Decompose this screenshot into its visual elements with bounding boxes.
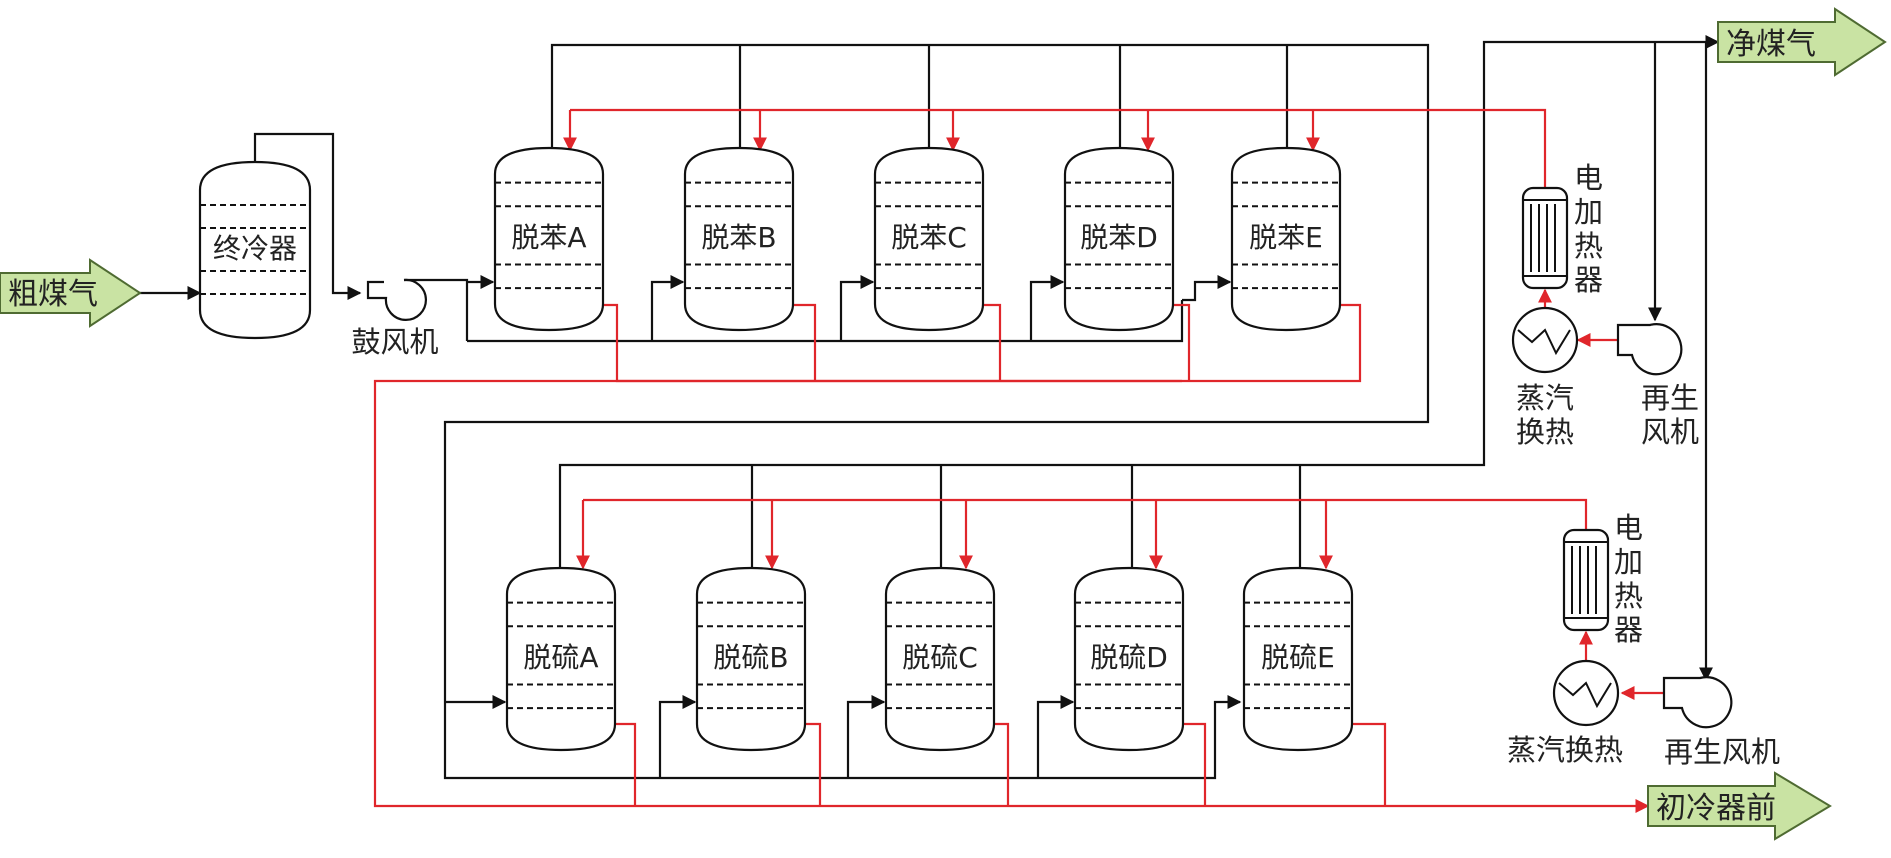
feed-branch-e [1182, 275, 1232, 302]
debenzene-vessel-b: 脱苯B [683, 146, 795, 332]
desulfur-feed-branch-d [1036, 695, 1075, 778]
desulfur-feed-branch-c [846, 695, 886, 778]
lower-heater-char-2: 加 [1614, 545, 1643, 579]
debenzene-vessel-d-label: 脱苯D [1080, 221, 1158, 254]
lower-fan-label: 再生风机 [1664, 735, 1780, 769]
lower-electric-heater [1562, 528, 1610, 632]
feed-branch-d [1029, 275, 1065, 341]
upper-heater-char-3: 热 [1574, 229, 1603, 263]
inlet-label: 粗煤气 [8, 277, 98, 312]
inlet-arrow-shape [0, 258, 142, 328]
desulfur-vessel-a: 脱硫A [505, 566, 617, 752]
debenzene-vessel-a: 脱苯A [493, 146, 605, 332]
vessel-shell [884, 566, 996, 752]
desulfur-feed-branch-e [1213, 695, 1242, 760]
fan-icon [1616, 323, 1683, 376]
clean-gas-label: 净煤气 [1726, 27, 1816, 62]
debenzene-vessel-a-label: 脱苯A [511, 221, 586, 254]
final-cooler-label: 终冷器 [213, 232, 297, 265]
debenzene-vessels: 脱苯A 脱苯B 脱苯C 脱苯D 脱苯E [493, 146, 1342, 332]
desulfur-vessels: 脱硫A 脱硫B 脱硫C 脱硫D 脱硫E [505, 566, 1354, 752]
debenzene-vessel-d: 脱苯D [1063, 146, 1175, 332]
upper-heater-char-1: 电 [1574, 161, 1603, 195]
final-cooler: 终冷器 [198, 160, 312, 340]
lower-heater-label: 电 加 热 器 [1614, 511, 1643, 647]
lower-regen-return-e [1352, 722, 1387, 806]
vessel-shell [505, 566, 617, 752]
blower-label: 鼓风机 [351, 325, 438, 359]
desulfur-vessel-a-label: 脱硫A [523, 641, 598, 674]
heat-exchanger-icon [1517, 328, 1571, 356]
lower-regen-return-c [992, 722, 1010, 806]
lower-regen-return-b [803, 722, 822, 806]
desulfur-vessel-d-label: 脱硫D [1090, 641, 1168, 674]
vessel-shell [1073, 566, 1185, 752]
desulfur-vessel-e-label: 脱硫E [1261, 641, 1335, 674]
primary-cooler-arrow-shape [1647, 771, 1832, 841]
upper-electric-heater [1521, 186, 1569, 290]
desulfur-vessel-b: 脱硫B [695, 566, 807, 752]
primary-cooler-label: 初冷器前 [1656, 791, 1776, 826]
vessel-shell [873, 146, 985, 332]
lower-heater-char-1: 电 [1614, 511, 1643, 545]
upper-return-b [791, 303, 817, 381]
regeneration-gas-lines [373, 108, 1664, 813]
upper-steam-label-2: 换热 [1516, 415, 1574, 449]
desulfur-feed-branch-b [658, 695, 697, 778]
lower-regen-return-d [1182, 722, 1207, 806]
debenzene-vessel-b-label: 脱苯B [701, 221, 776, 254]
upper-steam-label-1: 蒸汽 [1516, 381, 1574, 415]
vessel-shell [695, 566, 807, 752]
desulfur-vessel-c-label: 脱硫C [902, 641, 978, 674]
clean-gas-arrow-shape [1717, 7, 1887, 77]
upper-heater-char-2: 加 [1574, 195, 1603, 229]
feed-branch-c [839, 275, 875, 341]
primary-cooler-arrow: 初冷器前 [1647, 771, 1832, 841]
lower-heater-char-4: 器 [1614, 613, 1643, 647]
blower: 鼓风机 [351, 278, 439, 359]
debenzene-vessel-c-label: 脱苯C [891, 221, 967, 254]
upper-return-c [980, 303, 1002, 381]
debenzene-feed-header [467, 300, 1184, 343]
fan-icon [1662, 676, 1733, 729]
debenzene-vessel-e-label: 脱苯E [1249, 221, 1323, 254]
desulfur-product-header [558, 35, 1720, 568]
upper-regen-fan: 再生 风机 [1616, 323, 1699, 449]
process-gas-lines [140, 35, 1720, 780]
inlet-arrow: 粗煤气 [0, 258, 142, 328]
upper-fan-label-2: 风机 [1641, 415, 1699, 449]
desulfur-vessel-e: 脱硫E [1242, 566, 1354, 752]
upper-steam-exchanger: 蒸汽 换热 [1511, 306, 1579, 449]
cooler-to-blower-line [253, 132, 362, 300]
feed-branch-b [650, 275, 685, 341]
heat-exchanger-icon [1558, 681, 1612, 709]
desulfur-vessel-d: 脱硫D [1073, 566, 1185, 752]
vessel-shell [1230, 146, 1342, 332]
lower-regen-return-a [612, 722, 637, 806]
lower-steam-exchanger: 蒸汽换热 [1507, 659, 1623, 767]
lower-heater-char-3: 热 [1614, 579, 1643, 613]
vessel-shell [1242, 566, 1354, 752]
debenzene-product-header [443, 43, 1430, 780]
upper-heater-char-4: 器 [1574, 263, 1603, 297]
debenzene-vessel-e: 脱苯E [1230, 146, 1342, 332]
upper-return-d [1171, 303, 1191, 381]
desulfur-vessel-b-label: 脱硫B [713, 641, 788, 674]
vessel-shell [683, 146, 795, 332]
upper-regen-header [570, 108, 1547, 210]
blower-icon [366, 278, 427, 321]
blower-outlet-line [425, 278, 469, 341]
vessel-shell [1063, 146, 1175, 332]
regen-exhaust-line [373, 379, 1650, 813]
upper-heater-label: 电 加 热 器 [1574, 161, 1603, 297]
desulfur-vessel-c: 脱硫C [884, 566, 996, 752]
lower-steam-label: 蒸汽换热 [1507, 733, 1623, 767]
vessel-shell [493, 146, 605, 332]
lower-regen-fan: 再生风机 [1662, 676, 1780, 769]
clean-gas-arrow: 净煤气 [1717, 7, 1887, 77]
upper-fan-label-1: 再生 [1641, 381, 1699, 415]
debenzene-vessel-c: 脱苯C [873, 146, 985, 332]
